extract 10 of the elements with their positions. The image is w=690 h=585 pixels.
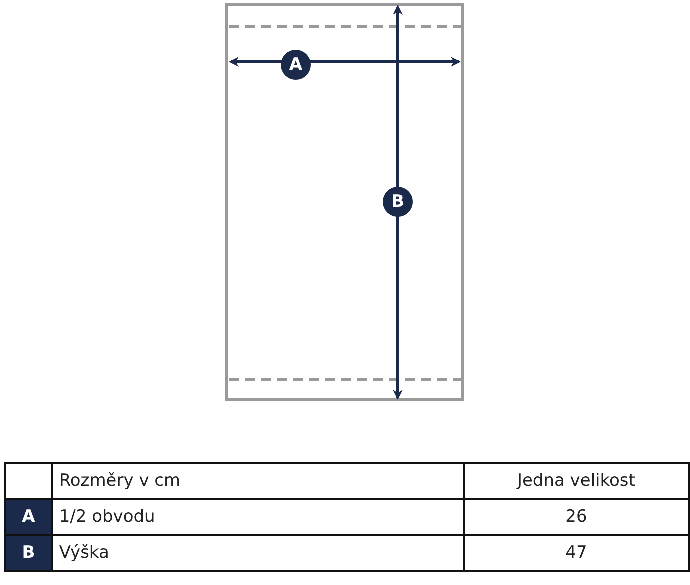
- callout-number: B: [383, 187, 413, 217]
- table-cell: Výška: [52, 535, 464, 571]
- row-key-cell: B: [5, 535, 52, 571]
- header-cell: Rozměry v cm: [52, 463, 464, 499]
- table-cell: 1/2 obvodu: [52, 499, 464, 535]
- callout-number: A: [281, 50, 311, 80]
- header-cell: Jedna velikost: [464, 463, 689, 499]
- table-cell: 47: [464, 535, 689, 571]
- table-cell: 26: [464, 499, 689, 535]
- row-key-cell: A: [5, 499, 52, 535]
